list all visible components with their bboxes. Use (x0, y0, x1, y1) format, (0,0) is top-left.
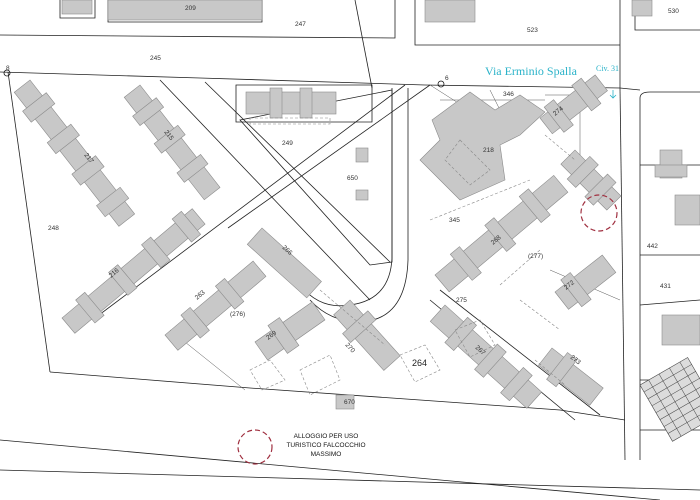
street-name: Via Erminio Spalla (485, 64, 578, 78)
legend-line-3: MASSIMO (311, 451, 342, 458)
parcel-label-245: 245 (150, 55, 161, 62)
parcel-label-276: (276) (230, 311, 245, 318)
parcel-label-8: 8 (6, 65, 10, 72)
parcel-label-650: 650 (347, 175, 358, 182)
parcel-label-431: 431 (660, 283, 671, 290)
parcel-label-218: 218 (483, 147, 494, 154)
parcel-label-6: 6 (445, 75, 449, 82)
parcel-label-670: 670 (344, 399, 355, 406)
parcel-label-277: (277) (528, 253, 543, 260)
legend-marker-circle (237, 429, 273, 465)
parcel-label-249: 249 (282, 140, 293, 147)
parcel-label-523: 523 (527, 27, 538, 34)
dashed-outlines (249, 117, 576, 396)
parcel-label-345: 345 (449, 217, 460, 224)
parcel-label-270: 270 (344, 342, 357, 355)
parcel-label-247: 247 (295, 21, 306, 28)
parcel-label-248: 248 (48, 225, 59, 232)
parcel-label-209: 209 (185, 5, 196, 12)
survey-markers (3, 69, 617, 99)
parcel-label-346: 346 (503, 91, 514, 98)
parcel-label-442: 442 (647, 243, 658, 250)
legend-line-1: ALLOGGIO PER USO (294, 433, 359, 440)
parcel-label-275: 275 (456, 297, 467, 304)
parcel-label-530: 530 (668, 8, 679, 15)
legend-line-2: TURISTICO FALCOCCHIO (286, 442, 365, 449)
legend: ALLOGGIO PER USO TURISTICO FALCOCCHIO MA… (237, 429, 366, 465)
property-marker-circle[interactable] (580, 194, 618, 232)
street-number-label: Civ. 31 (596, 64, 619, 73)
parcel-label-263: 263 (194, 289, 207, 302)
buildings (13, 0, 700, 442)
parcel-label-264: 264 (412, 358, 427, 368)
